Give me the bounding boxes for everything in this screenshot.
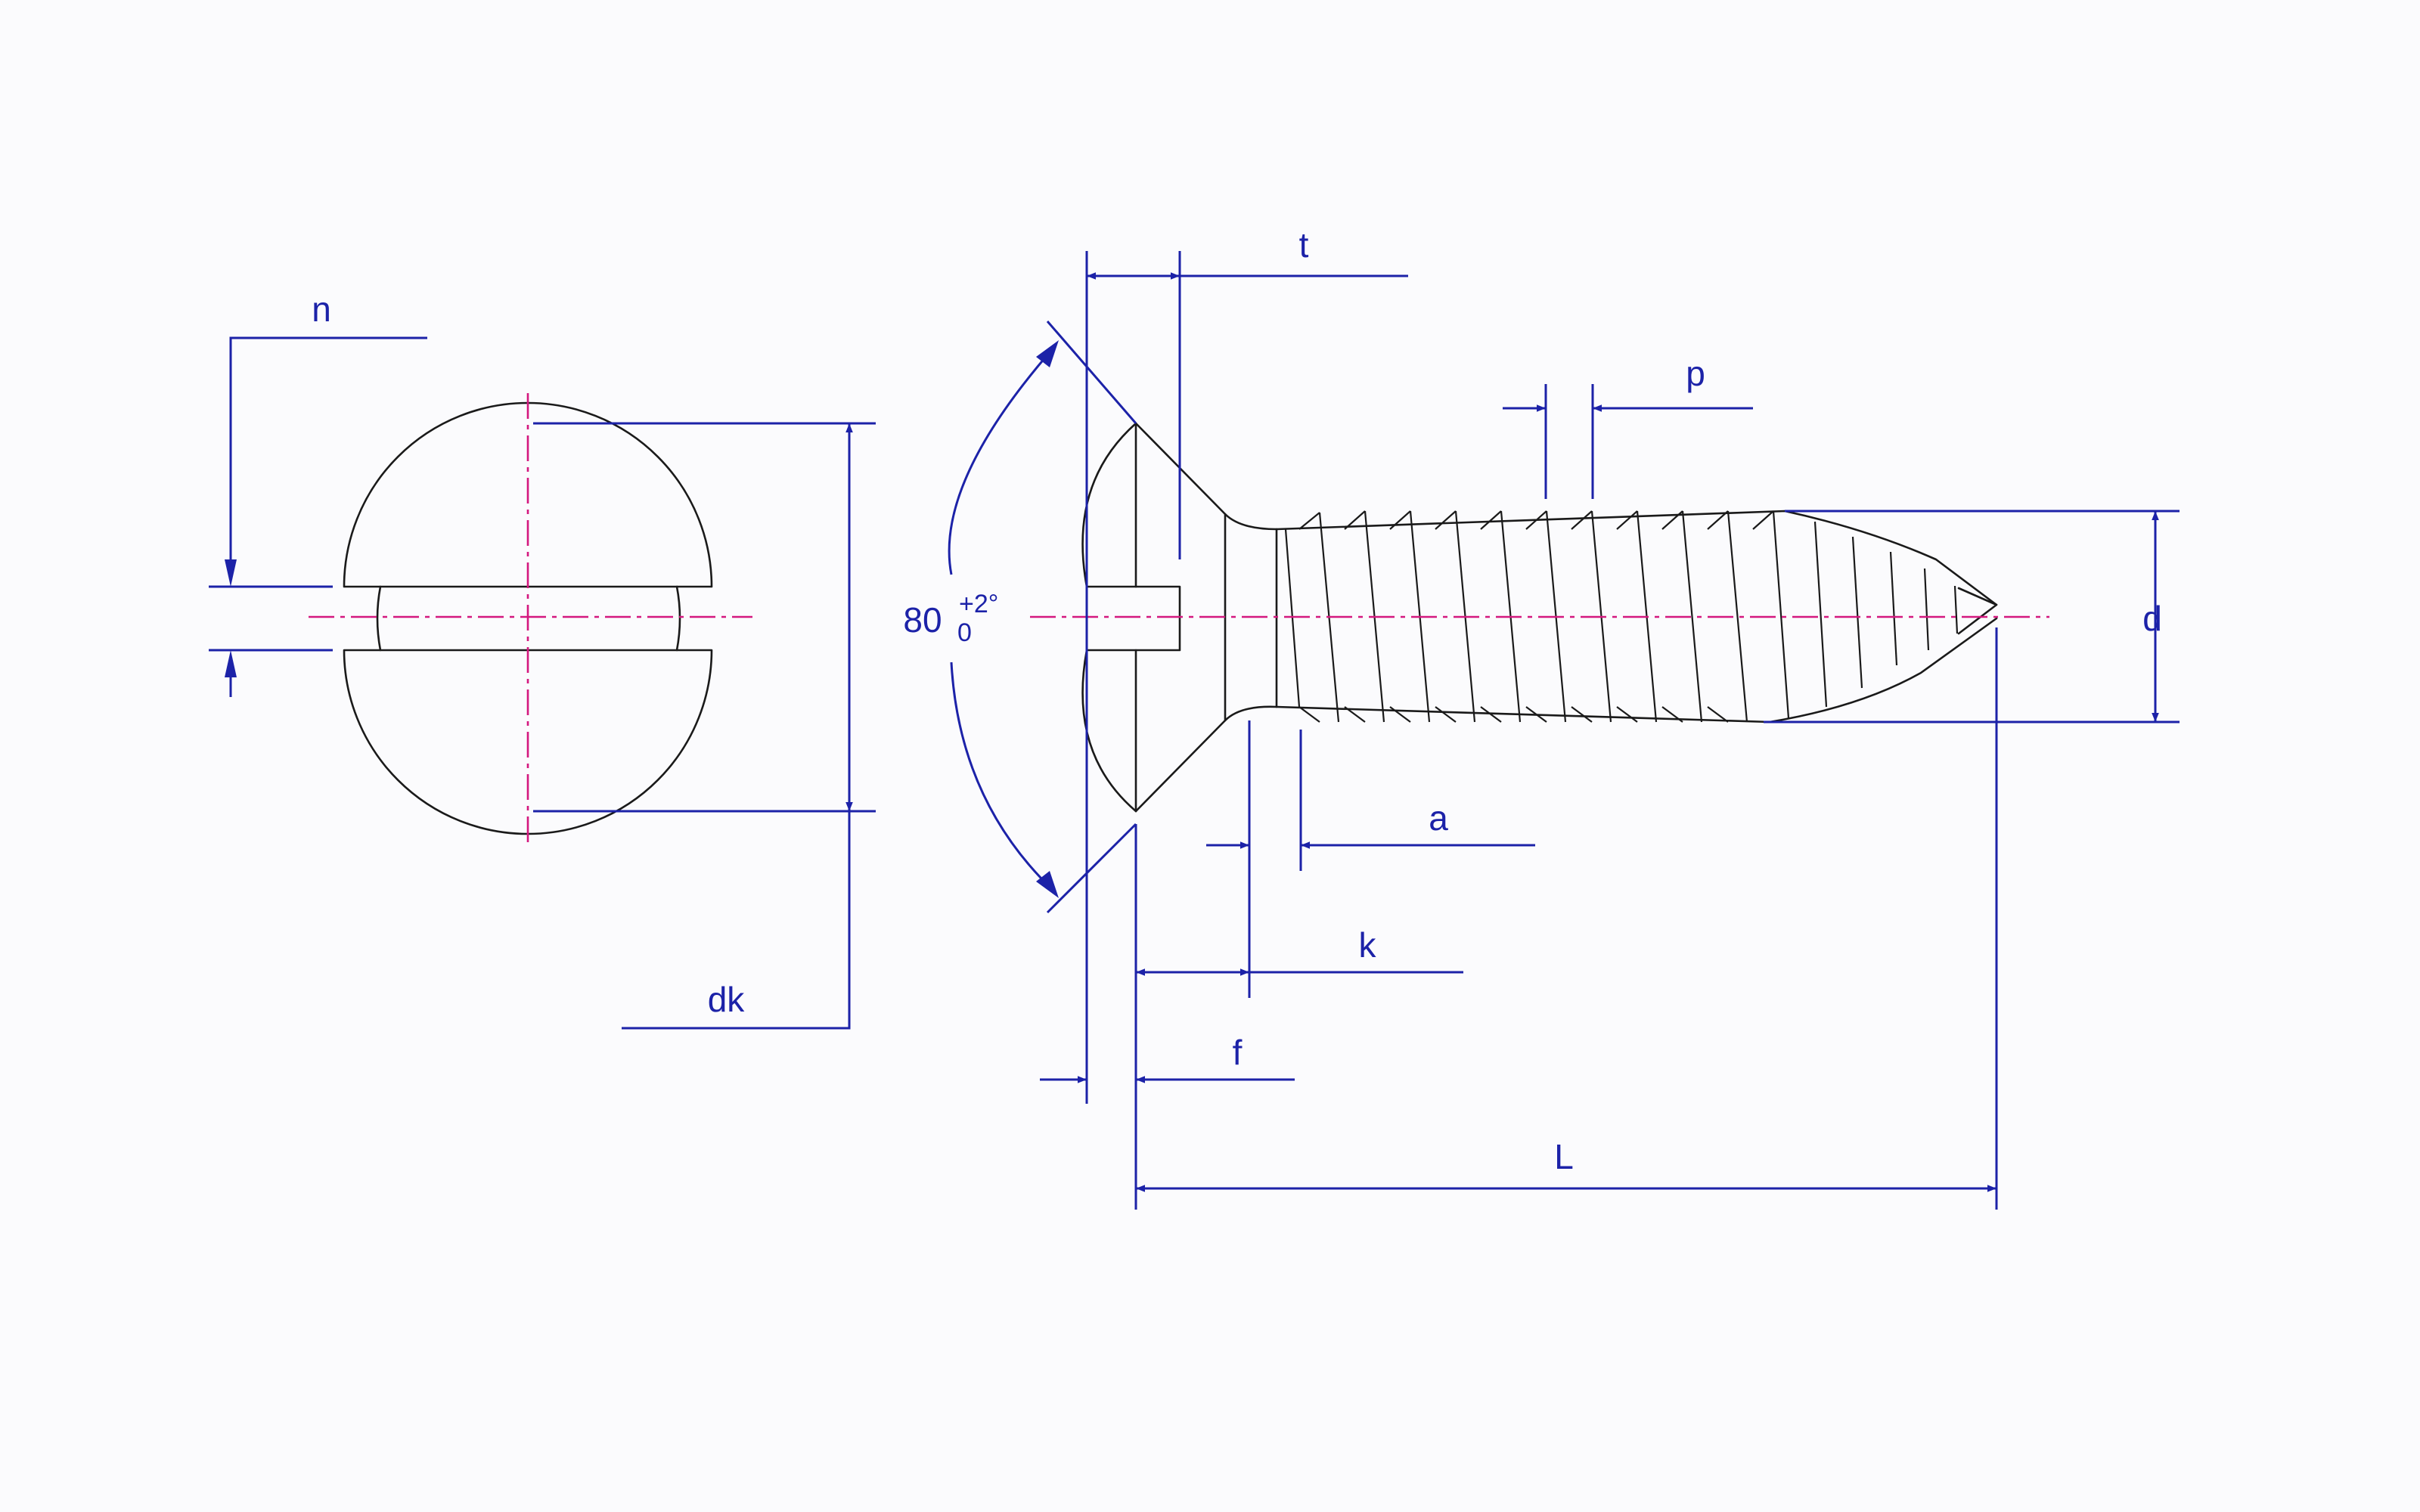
dimension-d: d [1764, 510, 2180, 723]
countersink-cone [1134, 422, 1278, 531]
oval-head-dome [1081, 422, 1137, 813]
label-dk: dk [708, 980, 746, 1019]
dimension-n: n [209, 290, 427, 697]
head-upper-half [343, 401, 713, 588]
label-angle-tol-upper: +2° [959, 590, 998, 618]
dimension-p: p [1503, 354, 1753, 499]
label-a: a [1429, 798, 1448, 838]
head-lower-half [343, 649, 713, 835]
label-angle: 80 [903, 600, 942, 640]
label-t: t [1299, 225, 1309, 265]
dimension-a: a [1206, 720, 1535, 998]
slot-inner [376, 585, 681, 652]
label-f: f [1233, 1033, 1243, 1072]
thread-envelope-top [1275, 510, 1998, 606]
label-n: n [312, 290, 331, 329]
dimension-angle: 80 +2° 0 [903, 321, 1137, 914]
screw-side-view [1030, 422, 2049, 813]
label-p: p [1686, 354, 1705, 393]
dimension-t: t [1085, 225, 1408, 1104]
dimension-f: f [1040, 1033, 1295, 1083]
slot-side [1085, 585, 1181, 652]
dimension-dk: dk [533, 422, 876, 1030]
dimension-L: L [1136, 627, 1998, 1210]
label-k: k [1359, 925, 1377, 965]
screw-tip [1957, 587, 1998, 635]
label-d: d [2142, 599, 2162, 638]
dimension-k: k [1134, 824, 1463, 1210]
head-top-view [309, 393, 752, 843]
label-angle-tol-lower: 0 [957, 618, 972, 647]
label-L: L [1554, 1137, 1574, 1176]
thread-envelope-bottom [1275, 617, 1998, 723]
